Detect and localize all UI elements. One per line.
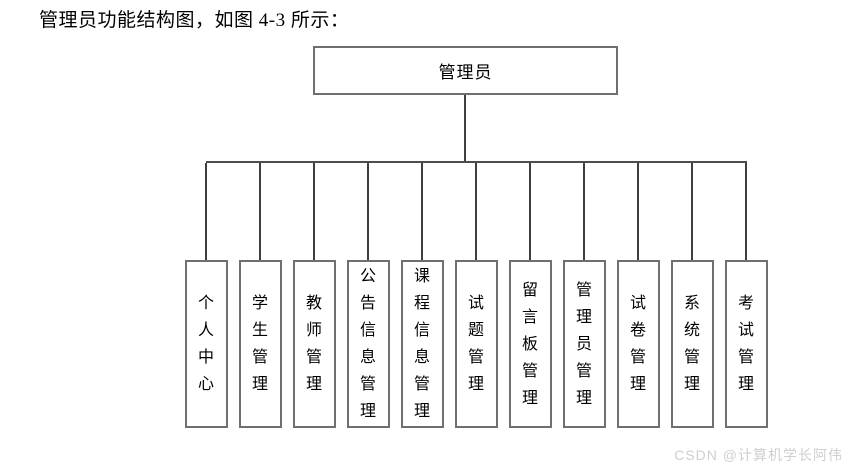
child-node-label-char: 学 [251,295,268,312]
child-node: 课程信息管理 [400,260,444,428]
child-node: 试题管理 [454,260,498,428]
child-node: 留言板管理 [508,260,552,428]
figure-caption: 管理员功能结构图，如图 4-3 所示： [39,10,350,31]
child-node-label-char: 理 [305,376,322,393]
child-node-label-char: 管 [305,349,322,366]
child-node: 公告信息管理 [346,260,390,428]
root-node-admin: 管理员 [313,46,618,95]
child-node-label-char: 息 [413,349,430,366]
child-node-label-char: 考 [737,295,754,312]
child-node-label-char: 教 [305,295,322,312]
connector-child-5 [475,163,477,260]
child-node-label-char: 管 [521,362,538,380]
child-node: 系统管理 [670,260,714,428]
child-node-label-char: 管 [251,349,268,366]
child-node-label-char: 信 [359,322,376,339]
child-node-label-char: 公 [359,268,376,285]
child-node-label-char: 理 [413,403,430,420]
child-node-label-char: 息 [359,349,376,366]
child-node-label-char: 生 [251,322,268,339]
connector-child-8 [637,163,639,260]
watermark-text: CSDN @计算机学长阿伟 [674,447,843,463]
child-node-label-char: 管 [737,349,754,366]
child-node-label-char: 理 [251,376,268,393]
child-node-label-char: 课 [413,268,430,285]
child-node-label-char: 言 [521,308,538,326]
child-node-label-char: 程 [413,295,430,312]
child-node-label-char: 管 [683,349,700,366]
child-node: 考试管理 [724,260,768,428]
root-node-label: 管理员 [438,63,493,82]
child-node-label-char: 告 [359,295,376,312]
child-node: 教师管理 [292,260,336,428]
child-node-label-char: 理 [521,389,538,407]
child-node-label-char: 管 [575,281,592,299]
child-node-label-char: 员 [575,335,592,353]
child-node-label-char: 题 [467,322,484,339]
child-node-label-char: 卷 [629,322,646,339]
child-node-label-char: 管 [575,362,592,380]
child-node-label-char: 师 [305,322,322,339]
child-node: 试卷管理 [616,260,660,428]
connector-root-stem [464,95,466,163]
child-node-label-char: 试 [467,295,484,312]
child-node-label-char: 试 [629,295,646,312]
child-node-label-char: 心 [197,376,214,393]
connector-child-4 [421,163,423,260]
child-node: 学生管理 [238,260,282,428]
child-node-label-char: 管 [413,376,430,393]
child-node-label-char: 管 [359,376,376,393]
connector-child-6 [529,163,531,260]
connector-child-7 [583,163,585,260]
child-node-label-char: 板 [521,335,538,353]
child-node: 管理员管理 [562,260,606,428]
connector-horizontal-bus [206,161,747,163]
child-node-label-char: 理 [467,376,484,393]
child-node-label-char: 中 [197,349,214,366]
child-node-label-char: 试 [737,322,754,339]
child-node-label-char: 统 [683,322,700,339]
child-node-label-char: 个 [197,295,214,312]
child-node-label-char: 管 [467,349,484,366]
child-node-label-char: 留 [521,281,538,299]
child-node-label-char: 理 [737,376,754,393]
child-node-label-char: 理 [575,389,592,407]
connector-child-0 [205,163,207,260]
connector-child-9 [691,163,693,260]
child-node-label-char: 理 [683,376,700,393]
child-node-label-char: 理 [359,403,376,420]
child-node: 个人中心 [184,260,228,428]
child-node-label-char: 人 [197,322,214,339]
child-node-label-char: 理 [575,308,592,326]
connector-child-1 [259,163,261,260]
connector-child-10 [745,163,747,260]
child-node-label-char: 信 [413,322,430,339]
connector-child-3 [367,163,369,260]
connector-child-2 [313,163,315,260]
child-node-label-char: 理 [629,376,646,393]
child-node-label-char: 管 [629,349,646,366]
child-node-label-char: 系 [683,295,700,312]
